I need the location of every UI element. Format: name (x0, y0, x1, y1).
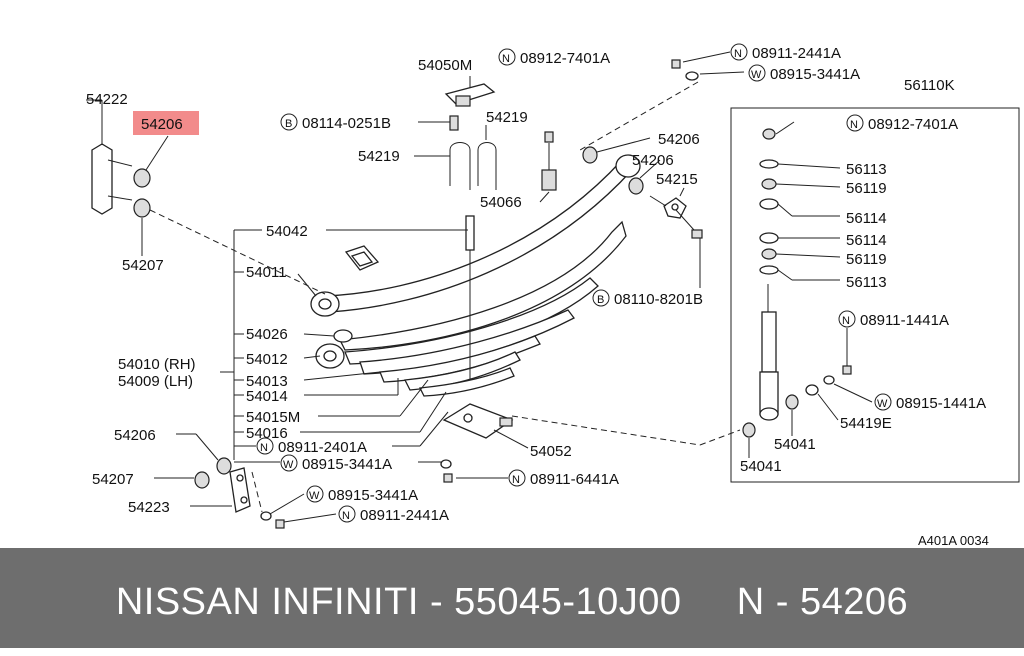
label-08911-1441A: 08911-1441A (860, 312, 949, 329)
label-bracket-lines (220, 229, 468, 463)
shackle-54223 (190, 467, 251, 513)
label-54219-a: 54219 (486, 109, 528, 126)
badge-w: W (751, 69, 762, 81)
parts-diagram: 54222 54206 54207 54050M N 08912-7401A B… (86, 43, 1020, 548)
label-56119-b: 56119 (846, 251, 887, 268)
label-54215: 54215 (656, 171, 698, 188)
label-54041-a: 54041 (774, 436, 816, 453)
leaf-spring-assembly (310, 154, 641, 397)
label-54026: 54026 (246, 326, 288, 343)
shock-kit-parts (759, 121, 841, 281)
label-54014: 54014 (246, 388, 288, 405)
label-56113-a: 56113 (846, 161, 887, 178)
label-54011: 54011 (246, 264, 287, 281)
label-08911-2401A: 08911-2401A (278, 439, 367, 456)
label-54016: 54016 (246, 425, 288, 442)
highlight-box-54206 (133, 111, 199, 135)
badge-n: N (502, 53, 510, 65)
bumper-54066 (539, 131, 557, 203)
label-54010: 54010 (RH) (118, 356, 196, 373)
shock-absorber (759, 284, 779, 421)
spring-seat-54042 (344, 245, 380, 271)
nut-washer-bottom-left (260, 493, 337, 529)
bushing-54207-top (133, 198, 151, 256)
badge-n: N (734, 48, 742, 60)
bushing-54206-bottom (176, 433, 232, 475)
u-bolt-54219 (414, 125, 497, 190)
badge-b: B (597, 294, 604, 306)
label-54223: 54223 (128, 499, 170, 516)
badge-n: N (342, 510, 350, 522)
badge-b: B (285, 118, 292, 130)
label-56110K: 56110K (904, 77, 955, 94)
label-54041-b: 54041 (740, 458, 782, 475)
bolt-08110-8201B (675, 209, 703, 288)
label-08915-3441A-top: 08915-3441A (770, 66, 860, 83)
kit-56110K-box (730, 107, 1020, 483)
label-08912-7401A-b: 08912-7401A (868, 116, 958, 133)
label-56114-b: 56114 (846, 232, 887, 249)
label-56119-a: 56119 (846, 180, 887, 197)
badge-n: N (512, 474, 520, 486)
label-08911-2441A-top: 08911-2441A (752, 45, 841, 62)
label-56113-b: 56113 (846, 274, 887, 291)
label-56114-a: 56114 (846, 210, 887, 227)
label-54207-top: 54207 (122, 257, 164, 274)
label-54066: 54066 (480, 194, 522, 211)
badge-n: N (260, 442, 268, 454)
badge-w: W (283, 459, 294, 471)
label-08114-0251B: 08114-0251B (302, 115, 391, 132)
label-08911-6441A: 08911-6441A (530, 471, 619, 488)
label-08915-3441A-bottom: 08915-3441A (328, 487, 418, 504)
bump-stopper-54050M (444, 76, 496, 107)
bushing-54206-top (133, 135, 169, 188)
label-54219-b: 54219 (358, 148, 400, 165)
label-54013: 54013 (246, 373, 288, 390)
label-54015M: 54015M (246, 409, 300, 426)
bushing-54207-bottom (154, 471, 210, 489)
bushing-54206-rear (582, 137, 661, 195)
label-54042: 54042 (266, 223, 308, 240)
label-08915-3441A-mid: 08915-3441A (302, 456, 392, 473)
shackle-54222 (86, 99, 133, 215)
footer-bar: NISSAN INFINITI - 55045-10J00 N - 54206 (0, 548, 1024, 648)
label-54052: 54052 (530, 443, 572, 460)
shock-lower-parts (742, 328, 873, 458)
label-54207-bottom: 54207 (92, 471, 134, 488)
label-08915-1441A: 08915-1441A (896, 395, 986, 412)
label-54206-highlighted: 54206 (141, 116, 183, 133)
bolt-08114-0251B (418, 115, 459, 131)
label-54009: 54009 (LH) (118, 373, 193, 390)
diagram-code: A401A 0034 (918, 533, 989, 548)
label-08912-7401A-a: 08912-7401A (520, 50, 610, 67)
badge-w: W (309, 490, 320, 502)
label-08110-8201B: 08110-8201B (614, 291, 703, 308)
label-54050M: 54050M (418, 57, 472, 74)
label-54222: 54222 (86, 91, 128, 108)
label-54206-r1: 54206 (658, 131, 700, 148)
badge-n: N (850, 119, 858, 131)
label-54012: 54012 (246, 351, 288, 368)
badge-n: N (842, 315, 850, 327)
nut-washer-top-right (671, 51, 745, 81)
label-54206-r2: 54206 (632, 152, 674, 169)
shackle-plate-54215 (649, 187, 687, 219)
spring-plate-54052 (440, 403, 529, 483)
label-54206-bottom: 54206 (114, 427, 156, 444)
label-54419E: 54419E (840, 415, 892, 432)
footer-part-title: NISSAN INFINITI - 55045-10J00 N - 54206 (115, 581, 909, 623)
label-08911-2441A-bottom: 08911-2441A (360, 507, 449, 524)
badge-w: W (877, 398, 888, 410)
